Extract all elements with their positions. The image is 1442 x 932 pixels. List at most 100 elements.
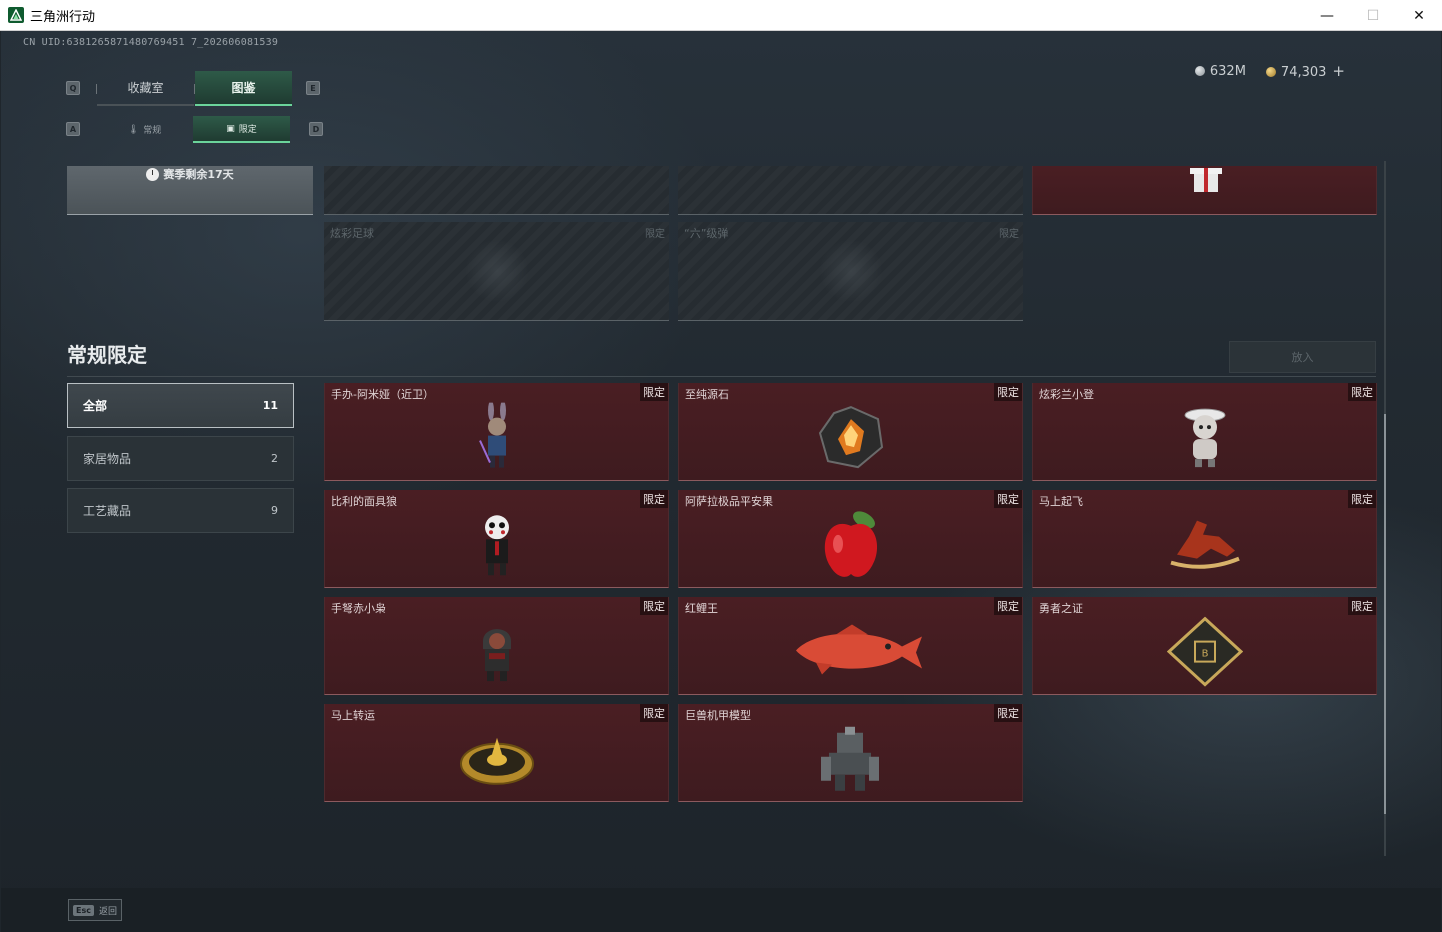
tab-codex[interactable]: 图鉴 [195,71,292,106]
silver-coin-icon [1194,65,1205,76]
item-name: 炫彩兰小登 [1039,388,1094,401]
window-title: 三角洲行动 [30,9,96,25]
season-card[interactable]: 赛季剩余17天 [67,166,313,215]
thermometer-icon: 🌡 [127,124,140,135]
tab-divider [96,83,97,94]
category-home-items[interactable]: 家居物品 2 [67,436,294,481]
hooded-figure-icon [482,628,511,681]
item-name: 巨兽机甲模型 [685,709,751,722]
key-hint-prev-subtab: A [66,122,80,136]
app-logo-icon [8,7,24,23]
category-crafts[interactable]: 工艺藏品 9 [67,488,294,533]
football-icon [464,239,529,303]
fish-icon [795,623,922,674]
item-name: 手弩赤小枭 [331,602,386,615]
limited-tag: 限定 [994,383,1022,401]
locked-item-card[interactable]: “六”级弹 限定 [678,222,1023,321]
gold-coin-icon [1265,67,1276,77]
limited-tag: 限定 [1348,490,1376,508]
tab-divider [194,83,195,94]
uid-label: CN UID:6381265871480769451 7_20260608153… [23,37,279,48]
item-card[interactable]: 炫彩兰小登 限定 [1032,383,1377,481]
item-card[interactable]: 马上起飞 限定 [1032,490,1377,588]
mask-figure-icon [484,514,509,575]
golden-wheel-icon [459,737,534,785]
horse-icon [1169,520,1240,569]
item-name: 手办-阿米娅（近卫） [331,388,434,401]
item-name: 至纯源石 [685,388,729,401]
sub-tabs: 🌡常规 ▣限定 [96,116,290,143]
item-name: 炫彩足球 [330,227,374,240]
limited-tag: 限定 [640,597,668,615]
item-card[interactable]: 手弩赤小枭 限定 [324,597,669,695]
item-card[interactable]: 红鲤王 限定 [678,597,1023,695]
badge-card-icon: B [1166,616,1243,687]
bunny-figure-icon [478,402,506,468]
item-name: 阿萨拉极品平安果 [685,495,773,508]
bullet-icon [818,239,883,303]
plush-doll-icon [1184,408,1225,467]
limited-tag: 限定 [999,229,1019,240]
category-all[interactable]: 全部 11 [67,383,294,428]
limited-tag: 限定 [1348,597,1376,615]
item-name: 马上起飞 [1039,495,1083,508]
footer-bar: Esc 返回 [1,888,1441,932]
item-card[interactable]: 马上转运 限定 [324,704,669,802]
section-divider [67,376,1376,377]
limited-tag: 限定 [1348,383,1376,401]
currency-gold[interactable]: 74,303+ [1265,62,1345,80]
add-currency-icon[interactable]: + [1332,62,1345,80]
currency-bar: 632M 74,303+ [1194,62,1345,80]
season-remaining: 赛季剩余17天 [146,167,234,181]
gift-box-icon [1190,168,1222,192]
subtab-regular[interactable]: 🌡常规 [127,124,162,137]
limited-tag: 限定 [645,229,665,240]
image-frame-icon: ▣ [226,123,235,134]
tab-collection-room[interactable]: 收藏室 [97,71,194,106]
key-hint-next-subtab: D [309,122,323,136]
window-titlebar: 三角洲行动 — ☐ ✕ [0,0,1442,31]
locked-item-card[interactable] [678,166,1023,215]
item-name: 比利的面具狼 [331,495,397,508]
window-controls: — ☐ ✕ [1304,0,1442,31]
item-name: “六”级弹 [684,227,729,240]
item-card[interactable]: 至纯源石 限定 [678,383,1023,481]
item-card[interactable]: 阿萨拉极品平安果 限定 [678,490,1023,588]
main-tabs: 收藏室 图鉴 [96,71,292,106]
key-hint-prev-tab: Q [66,81,80,95]
apple-icon [824,510,877,577]
limited-tag: 限定 [640,490,668,508]
subtab-limited[interactable]: ▣限定 [193,116,290,143]
limited-tag: 限定 [994,597,1022,615]
item-name: 勇者之证 [1039,602,1083,615]
key-hint-next-tab: E [306,81,320,95]
limited-tag: 限定 [994,704,1022,722]
section-title: 常规限定 [67,343,147,367]
item-card[interactable] [1032,166,1377,215]
maximize-button[interactable]: ☐ [1366,7,1380,24]
mech-model-icon [820,726,879,791]
svg-text:B: B [1201,648,1208,659]
minimize-button[interactable]: — [1320,7,1334,24]
crystal-icon [818,405,883,468]
limited-tag: 限定 [640,383,668,401]
limited-tag: 限定 [994,490,1022,508]
limited-tag: 限定 [640,704,668,722]
currency-silver: 632M [1194,64,1246,79]
item-card[interactable]: 勇者之证 限定 B [1032,597,1377,695]
item-name: 红鲤王 [685,602,718,615]
item-name: 马上转运 [331,709,375,722]
item-card[interactable]: 比利的面具狼 限定 [324,490,669,588]
game-viewport: CN UID:6381265871480769451 7_20260608153… [1,31,1441,932]
locked-item-card[interactable] [324,166,669,215]
close-button[interactable]: ✕ [1413,7,1425,24]
scrollbar-thumb[interactable] [1384,414,1386,814]
item-card[interactable]: 巨兽机甲模型 限定 [678,704,1023,802]
locked-item-card[interactable]: 炫彩足球 限定 [324,222,669,321]
back-label: 返回 [98,906,117,917]
esc-key-hint: Esc [73,904,94,916]
item-card[interactable]: 手办-阿米娅（近卫） 限定 [324,383,669,481]
place-button[interactable]: 放入 [1229,341,1376,373]
clock-icon [146,167,160,181]
back-button[interactable]: Esc 返回 [68,899,122,921]
